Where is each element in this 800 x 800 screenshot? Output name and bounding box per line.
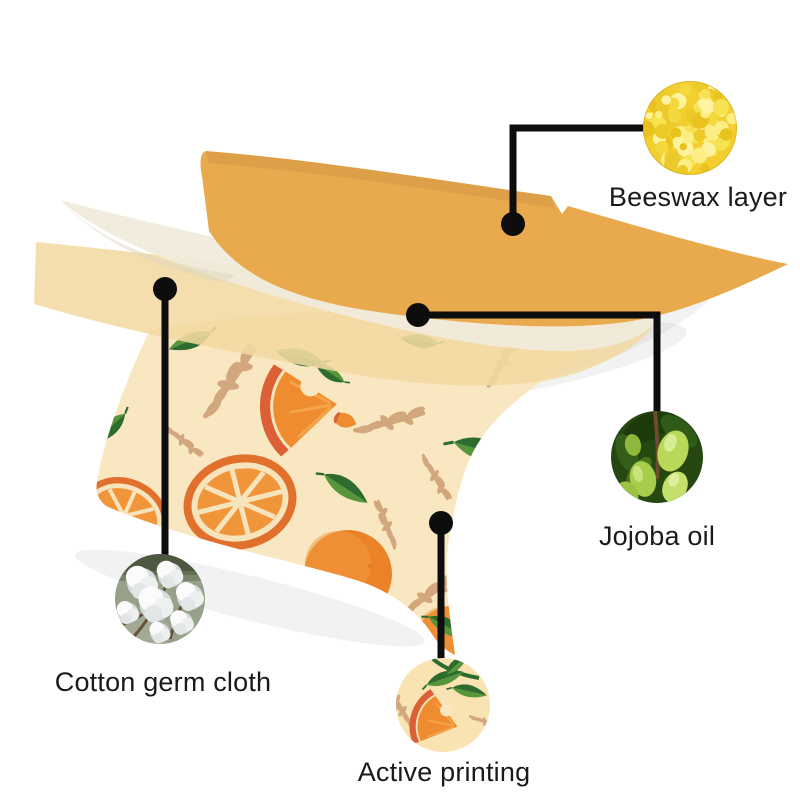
beeswax-photo-circle [643,81,737,175]
jojoba-connector-dot [406,303,430,327]
beeswax-connector-dot [501,212,525,236]
jojoba-connector-line [418,311,661,412]
callout-label-printing: Active printing [357,757,531,787]
printing-connector-dot [429,511,453,535]
jojoba-photo-circle [611,411,703,503]
connectors [153,124,661,660]
callout-label-beeswax: Beeswax layer [608,182,788,212]
printing-photo-circle [396,658,490,752]
orange-beeswax-sheet [200,151,789,327]
callout-label-jojoba: Jojoba oil [598,521,716,551]
beeswax-connector-line [509,124,644,224]
callout-label-cotton: Cotton germ cloth [54,667,272,697]
cotton-connector-dot [153,277,177,301]
